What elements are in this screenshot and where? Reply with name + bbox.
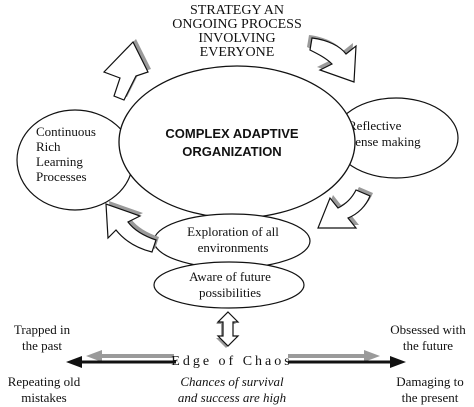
svg-text:INVOLVING: INVOLVING: [198, 31, 275, 46]
svg-text:Exploration of all: Exploration of all: [187, 224, 279, 239]
svg-text:and success are high: and success are high: [178, 390, 286, 405]
svg-text:EVERYONE: EVERYONE: [200, 45, 275, 60]
svg-text:ORGANIZATION: ORGANIZATION: [182, 144, 281, 159]
svg-text:Learning: Learning: [36, 154, 83, 169]
svg-text:Reflective: Reflective: [348, 118, 402, 133]
learning-processes-label: Continuous Rich Learning Processes: [36, 124, 96, 184]
exploration-label: Exploration of all environments: [187, 224, 279, 255]
svg-text:mistakes: mistakes: [21, 390, 67, 405]
svg-text:Damaging to: Damaging to: [396, 374, 464, 389]
repeating-label: Repeating old mistakes: [8, 374, 81, 405]
svg-text:Chances of survival: Chances of survival: [180, 374, 284, 389]
left-arrow-icon: [66, 350, 176, 368]
core-organization-label: COMPLEX ADAPTIVE ORGANIZATION: [165, 126, 298, 159]
sense-making-label: Reflective Sense making: [348, 118, 421, 149]
svg-text:Aware of future: Aware of future: [189, 269, 271, 284]
strategy-text: STRATEGY AN ONGOING PROCESS INVOLVING EV…: [172, 3, 302, 60]
svg-text:possibilities: possibilities: [199, 285, 261, 300]
svg-text:Continuous: Continuous: [36, 124, 96, 139]
double-vertical-arrow-icon: [216, 311, 240, 348]
svg-text:Processes: Processes: [36, 169, 87, 184]
edge-of-chaos-label: Edge of Chaos: [171, 354, 292, 369]
svg-text:the future: the future: [403, 338, 453, 353]
svg-text:the present: the present: [402, 390, 459, 405]
svg-text:Repeating old: Repeating old: [8, 374, 81, 389]
svg-text:Rich: Rich: [36, 139, 61, 154]
aware-label: Aware of future possibilities: [189, 269, 271, 300]
right-arrow-icon: [288, 350, 406, 368]
svg-text:Obsessed with: Obsessed with: [390, 322, 466, 337]
aware-node: [153, 261, 305, 309]
curved-arrow-icon-right-lower: [317, 187, 373, 229]
svg-text:ONGOING PROCESS: ONGOING PROCESS: [172, 17, 302, 32]
curved-arrow-icon-top-right: [307, 35, 357, 83]
svg-text:Sense making: Sense making: [348, 134, 421, 149]
svg-text:Trapped in: Trapped in: [14, 322, 71, 337]
svg-text:COMPLEX ADAPTIVE: COMPLEX ADAPTIVE: [165, 126, 298, 141]
damaging-label: Damaging to the present: [396, 374, 464, 405]
svg-text:the past: the past: [22, 338, 62, 353]
obsessed-label: Obsessed with the future: [390, 322, 466, 353]
trapped-label: Trapped in the past: [14, 322, 71, 353]
curved-arrow-icon-left-lower: [105, 201, 159, 253]
curved-arrow-icon-top-left: [102, 39, 151, 101]
chances-label: Chances of survival and success are high: [178, 374, 286, 405]
svg-text:STRATEGY AN: STRATEGY AN: [190, 3, 284, 18]
svg-text:environments: environments: [198, 240, 269, 255]
core-organization-node: [118, 65, 356, 219]
